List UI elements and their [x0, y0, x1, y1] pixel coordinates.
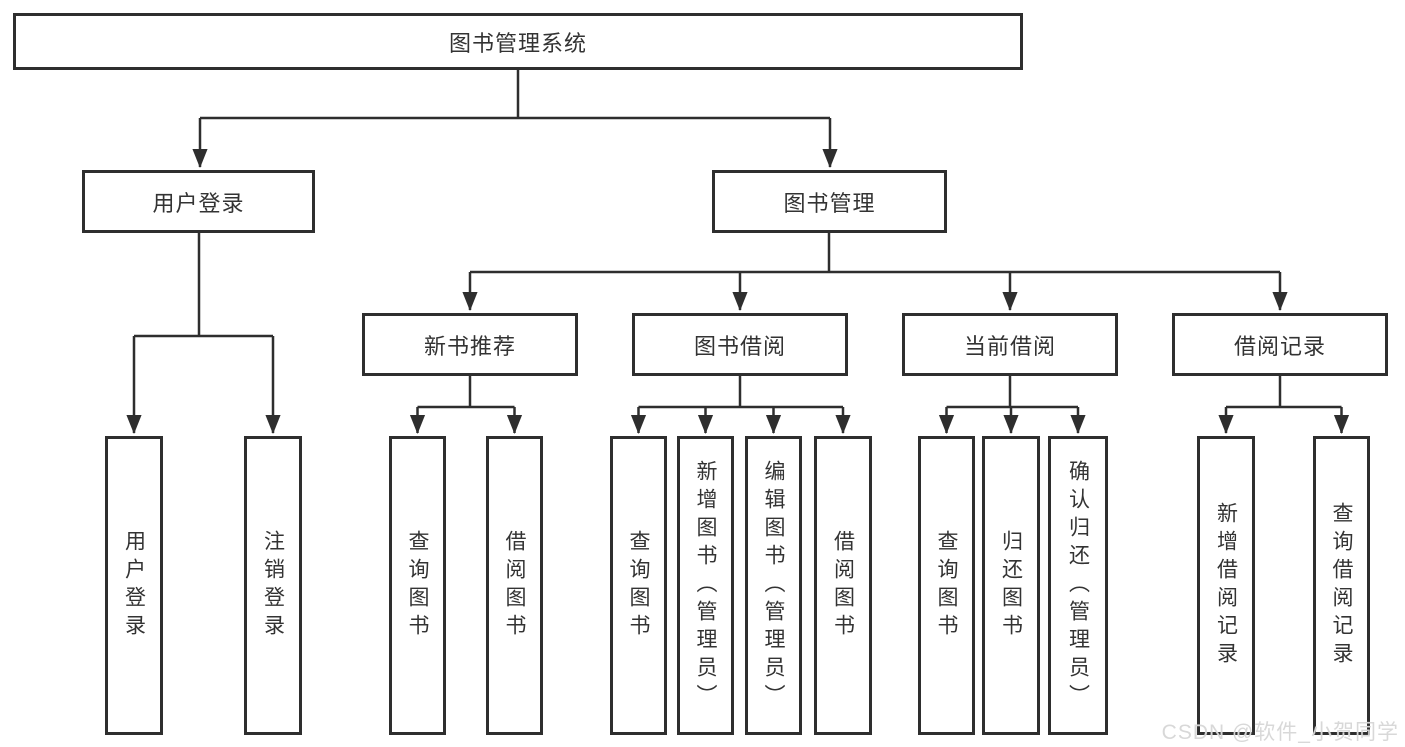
leaf-label: 查询借阅记录: [1330, 501, 1353, 670]
connector-book-borrow: [630, 376, 851, 434]
leaf-label: 借阅图书: [503, 529, 526, 642]
leaf-records-query-record: 查询借阅记录: [1313, 436, 1370, 735]
leaf-newbook-query-books: 查询图书: [389, 436, 446, 735]
node-user-login: 用户登录: [82, 170, 315, 233]
leaf-label: 新增图书（管理员）: [694, 459, 717, 712]
connector-user-login: [126, 233, 281, 434]
node-current-borrow: 当前借阅: [902, 313, 1118, 376]
leaf-label: 归还图书: [999, 529, 1023, 642]
connector-borrow-records: [1218, 376, 1350, 434]
leaf-current-return-books: 归还图书: [982, 436, 1040, 735]
leaf-label: 借阅图书: [831, 529, 855, 642]
node-new-book-recommend: 新书推荐: [362, 313, 578, 376]
leaf-current-query-books: 查询图书: [918, 436, 975, 735]
leaf-borrow-add-books-admin: 新增图书（管理员）: [677, 436, 734, 735]
leaf-label: 查询图书: [406, 529, 429, 642]
node-book-borrow: 图书借阅: [632, 313, 848, 376]
leaf-label: 注销登录: [261, 529, 285, 642]
leaf-label: 用户登录: [122, 529, 146, 642]
node-book-management: 图书管理: [712, 170, 947, 233]
leaf-label: 编辑图书（管理员）: [762, 459, 785, 712]
leaf-newbook-borrow-books: 借阅图书: [486, 436, 543, 735]
node-borrow-records: 借阅记录: [1172, 313, 1388, 376]
leaf-borrow-query-books: 查询图书: [610, 436, 667, 735]
connector-current-borrow: [938, 376, 1086, 434]
leaf-label: 查询图书: [935, 529, 958, 642]
connector-root: [192, 70, 838, 168]
leaf-borrow-borrow-books: 借阅图书: [814, 436, 872, 735]
node-library-management-system: 图书管理系统: [13, 13, 1023, 70]
leaf-label: 查询图书: [627, 529, 650, 642]
leaf-user-login: 用户登录: [105, 436, 163, 735]
leaf-label: 确认归还（管理员）: [1066, 459, 1090, 712]
leaf-borrow-edit-books-admin: 编辑图书（管理员）: [745, 436, 802, 735]
leaf-records-add-record: 新增借阅记录: [1197, 436, 1255, 735]
leaf-current-confirm-return-admin: 确认归还（管理员）: [1048, 436, 1108, 735]
leaf-label: 新增借阅记录: [1214, 501, 1238, 670]
connector-book-management: [462, 233, 1288, 311]
connector-new-book: [409, 376, 523, 434]
csdn-watermark: CSDN @软件_小贺同学: [1161, 721, 1399, 744]
leaf-logout: 注销登录: [244, 436, 302, 735]
